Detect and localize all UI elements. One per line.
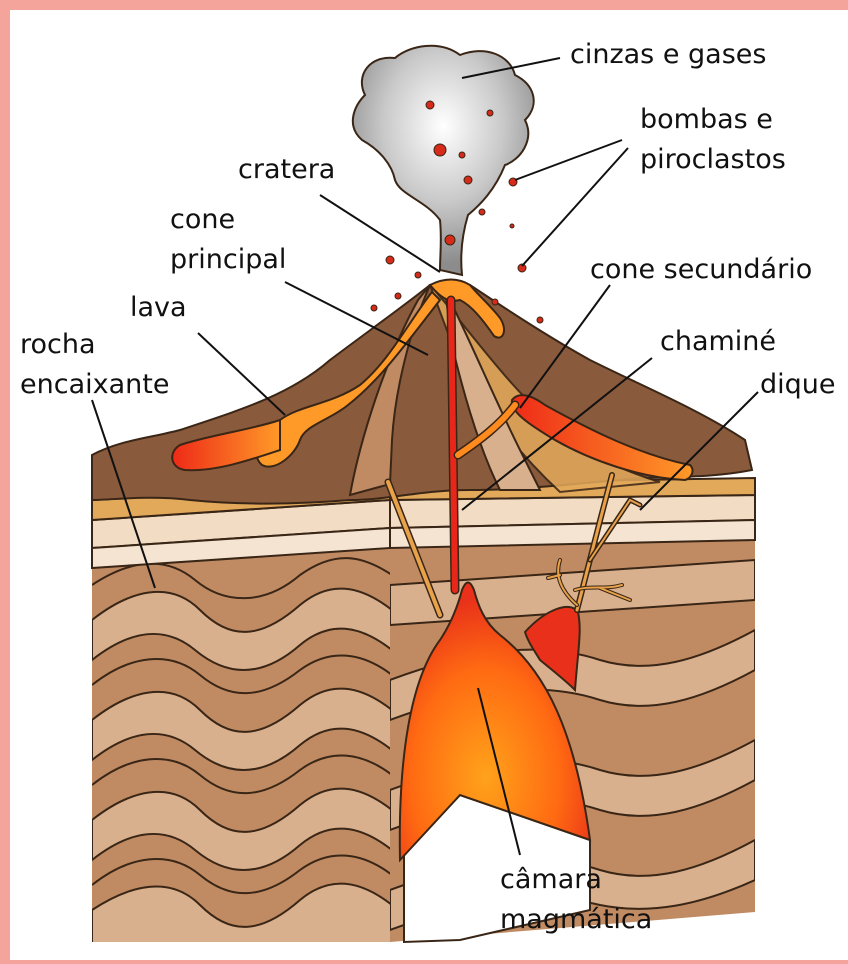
label-dique: dique (760, 365, 836, 405)
label-cinzas-e-gases: cinzas e gases (570, 35, 766, 75)
label-cone-secundario: cone secundário (590, 250, 812, 290)
ash-cloud (353, 46, 534, 275)
label-bombas-e-piroclastos: bombas e piroclastos (640, 100, 786, 180)
label-lava: lava (130, 288, 187, 328)
label-cone-principal: cone principal (170, 200, 286, 280)
label-rocha-encaixante: rocha encaixante (20, 325, 169, 405)
label-cratera: cratera (238, 150, 335, 190)
label-camara-magmatica: câmara magmática (500, 860, 652, 940)
label-chamine: chaminé (660, 322, 776, 362)
host-rock-left-face (92, 520, 392, 950)
